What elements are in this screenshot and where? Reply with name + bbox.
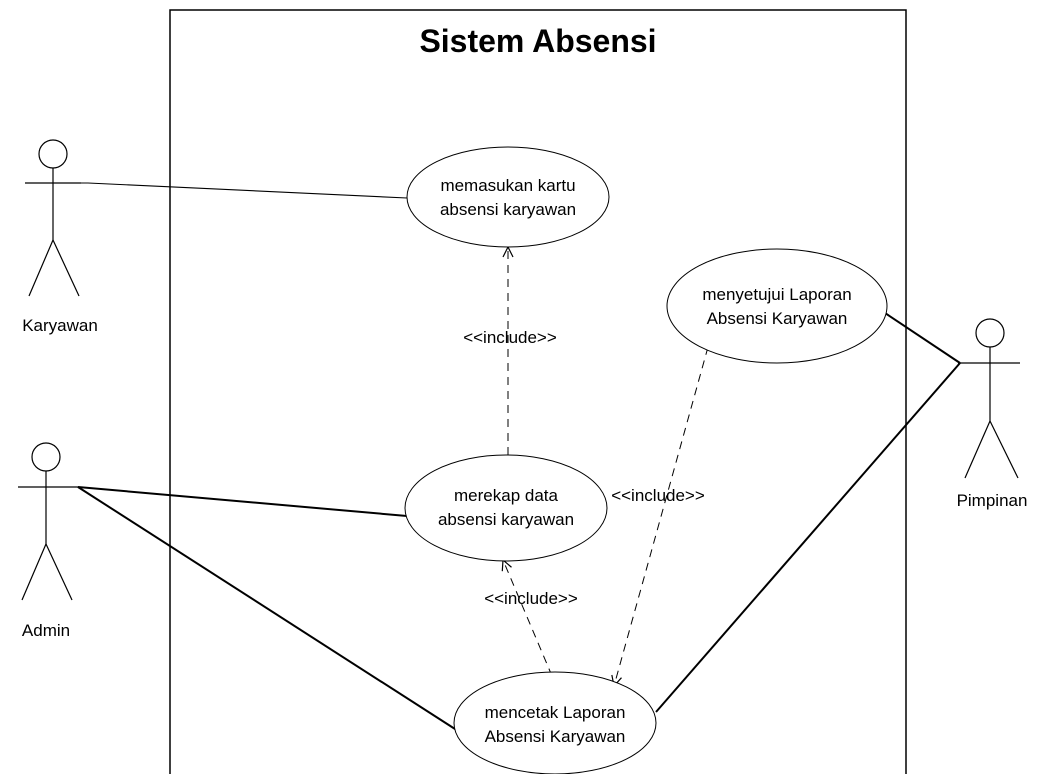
use-case-merekap-line1: merekap data xyxy=(454,486,558,505)
include-mencetak-merekap xyxy=(503,560,553,677)
include-label-rekap-masuk: <<include>> xyxy=(463,328,557,347)
association-admin-merekap xyxy=(77,486,408,517)
use-case-mencetak: mencetak Laporan Absensi Karyawan xyxy=(453,671,657,774)
use-case-menyetujui: menyetujui Laporan Absensi Karyawan xyxy=(666,248,888,364)
association-karyawan-memasukan xyxy=(25,182,408,199)
include-label-setuju-cetak: <<include>> xyxy=(611,486,705,505)
system-boundary xyxy=(169,9,907,774)
use-case-merekap: merekap data absensi karyawan xyxy=(404,454,608,562)
actor-karyawan xyxy=(25,139,81,297)
include-menyetujui-mencetak xyxy=(614,346,709,686)
actor-admin xyxy=(18,442,78,601)
system-title: Sistem Absensi xyxy=(419,23,656,59)
use-case-memasukan-line1: memasukan kartu xyxy=(440,176,575,195)
actor-pimpinan-label: Pimpinan xyxy=(957,491,1028,510)
association-pimpinan-mencetak xyxy=(655,362,961,713)
association-pimpinan-menyetujui xyxy=(884,312,961,364)
actor-pimpinan xyxy=(958,318,1020,479)
use-case-merekap-line2: absensi karyawan xyxy=(438,510,574,529)
include-label-cetak-rekap: <<include>> xyxy=(484,589,578,608)
use-case-menyetujui-line1: menyetujui Laporan xyxy=(702,285,851,304)
actor-karyawan-label: Karyawan xyxy=(22,316,98,335)
use-case-memasukan: memasukan kartu absensi karyawan xyxy=(406,146,610,248)
use-case-mencetak-line2: Absensi Karyawan xyxy=(485,727,626,746)
use-case-mencetak-line1: mencetak Laporan xyxy=(485,703,626,722)
use-case-menyetujui-line2: Absensi Karyawan xyxy=(707,309,848,328)
use-case-memasukan-line2: absensi karyawan xyxy=(440,200,576,219)
association-admin-mencetak xyxy=(77,486,456,730)
actor-admin-label: Admin xyxy=(22,621,70,640)
